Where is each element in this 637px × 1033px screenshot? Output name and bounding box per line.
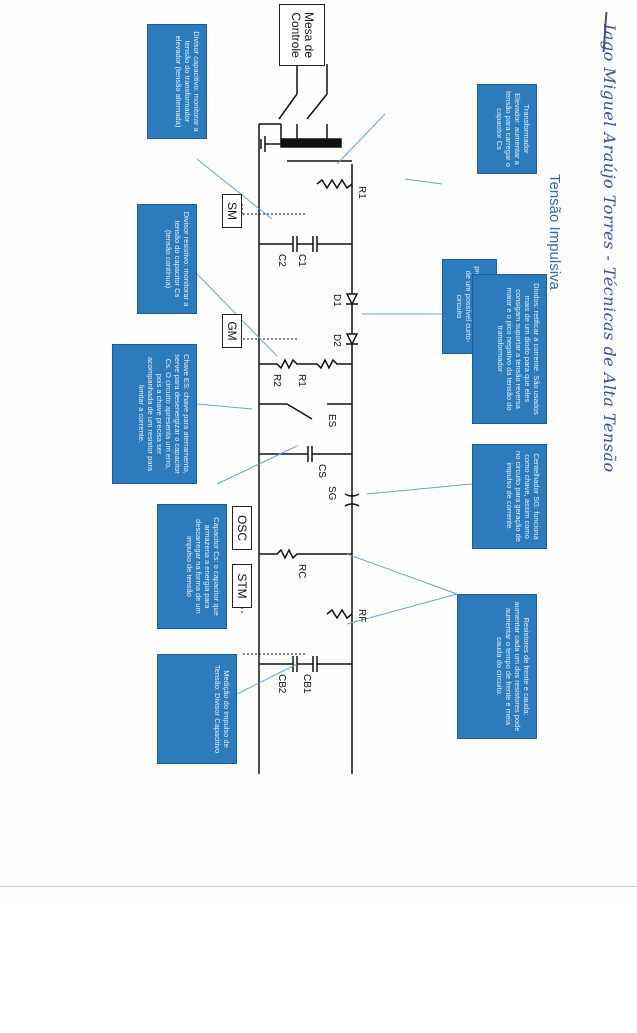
note-divisor-resistivo: Divisor resistivo: monitorar a tensão do… <box>137 204 197 314</box>
note-capacitor-cs: Capacitor Cs: o capacitor que armazena a… <box>157 504 227 629</box>
note-diodos: Diodos: retificar a corrente. São usados… <box>472 274 547 424</box>
label-r1-divider: R1 <box>296 374 307 387</box>
stm-block: STM <box>232 564 252 608</box>
rotated-diagram: Tensão Impulsiva Iago Miguel Araújo Torr… <box>38 0 637 1033</box>
osc-block: OSC <box>232 506 252 550</box>
sm-block: SM <box>222 194 242 228</box>
label-cb1: CB1 <box>301 674 312 694</box>
label-c2: C2 <box>276 254 287 267</box>
note-chave-es: Chave ES: chave para aterramento, serve … <box>112 344 197 484</box>
note-divisor-capacitivo: Divisor capacitivo: monitorar a tensão d… <box>147 24 207 139</box>
label-rc: RC <box>296 564 307 579</box>
note-centelhador: Centelhador SG: funciona como chave, ass… <box>472 444 547 549</box>
label-r2: R2 <box>271 374 282 387</box>
scanned-page: Tensão Impulsiva Iago Miguel Araújo Torr… <box>0 4 637 887</box>
label-r1: R1 <box>356 186 367 199</box>
label-d1: D1 <box>331 294 342 307</box>
note-medicao: Medição do Impulso de Tensão: Divisor Ca… <box>157 654 237 764</box>
label-cb2: CB2 <box>276 674 287 694</box>
label-d2: D2 <box>331 334 342 347</box>
circuit-schematic <box>196 64 477 774</box>
label-c1: C1 <box>296 254 307 267</box>
note-resistores: Resistores de frente e cauda: aumentar c… <box>457 594 537 739</box>
label-cs: CS <box>316 464 327 478</box>
page-edge <box>0 886 637 887</box>
note-transformador: Transformador Elevador: aumentar a tensã… <box>477 84 537 174</box>
label-es: ES <box>326 414 337 428</box>
mesa-de-controle-block: Mesa de Controle <box>279 4 325 66</box>
label-sg: SG <box>326 486 337 501</box>
label-rf: RF <box>356 609 367 623</box>
gm-block: GM <box>222 314 242 348</box>
